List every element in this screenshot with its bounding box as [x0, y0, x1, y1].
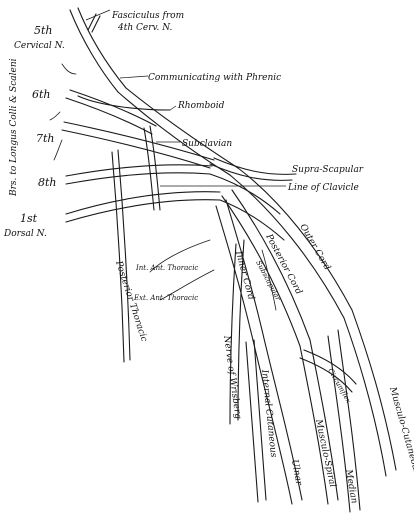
c7-label: 7th	[36, 132, 55, 145]
c8-label: 8th	[38, 176, 57, 189]
circumflex-label: Circumflex	[326, 367, 352, 405]
communicating-label: Communicating with Phrenic	[148, 73, 281, 83]
musculo-spiral-label: Musculo-Spiral	[313, 418, 337, 489]
d1-label-b: Dorsal N.	[3, 229, 47, 239]
labels: 5th Cervical N. Fasciculus from 4th Cerv…	[3, 11, 414, 505]
musculo-cutaneous-label: Musculo-Cutaneous	[387, 385, 414, 476]
c5-label-a: 5th	[34, 24, 53, 37]
d1-root	[66, 192, 220, 222]
longus-colli-label: Brs. to Longus Colli & Scaleni	[9, 58, 19, 197]
subclavian-nerve	[144, 126, 160, 210]
lower-trunk	[210, 174, 284, 240]
fasciculus-label-a: Fasciculus from	[111, 11, 184, 21]
outer-cord-label: Outer Cord	[297, 223, 332, 273]
c8-root	[66, 165, 212, 184]
longus-colli-branches	[50, 64, 76, 160]
int-ant-thoracic-label: Int. Ant. Thoracic	[135, 264, 198, 272]
leader-lines	[86, 10, 286, 186]
c5-label-b: Cervical N.	[14, 41, 65, 51]
musculo-cutaneous-nerve	[344, 310, 396, 476]
suprascapular-label: Supra-Scapular	[292, 165, 364, 175]
c6-label: 6th	[32, 88, 51, 101]
clavicle-label: Line of Clavicle	[287, 183, 359, 193]
fasciculus-label-b: 4th Cerv. N.	[117, 23, 173, 33]
rhomboid-label: Rhomboid	[177, 101, 225, 111]
subclavian-label: Subclavian	[182, 139, 232, 149]
leader-communicating	[120, 76, 148, 78]
ulnar-label: Ulnar	[289, 459, 303, 487]
ext-ant-thoracic-label: Ext. Ant. Thoracic	[133, 294, 198, 302]
suprascapular-nerve	[210, 158, 296, 180]
posterior-thoracic-nerve	[112, 150, 130, 362]
nerve-trunks	[50, 8, 396, 512]
internal-cutaneous-nerve	[246, 340, 266, 502]
leader-fasciculus	[86, 10, 110, 20]
d1-label-a: 1st	[20, 212, 38, 225]
leader-rhomboid	[170, 106, 176, 110]
